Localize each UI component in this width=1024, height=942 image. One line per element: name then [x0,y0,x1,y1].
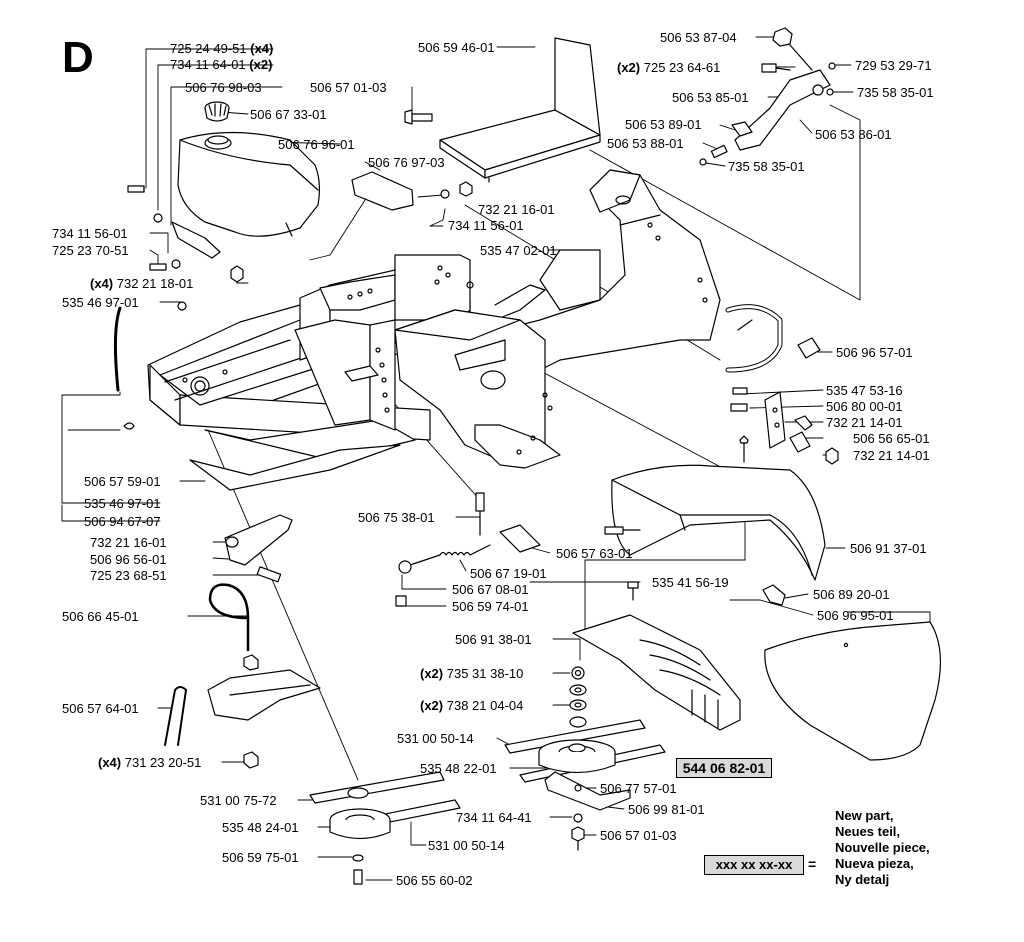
part-label: 506 53 86-01 [815,127,892,142]
section-letter: D [62,33,94,82]
part-label: 506 75 38-01 [358,510,435,525]
part-label: 732 21 16-01 [90,535,167,550]
clip-icon [762,584,786,606]
part-label: 506 91 38-01 [455,632,532,647]
cutter-guard [572,581,741,731]
part-label: 506 57 01-03 [600,828,677,843]
part-label: 535 46 97-01 [84,496,161,511]
part-label: 506 57 01-03 [310,80,387,95]
part-label: 535 47 53-16 [826,383,903,398]
part-label: 734 11 56-01 [52,226,128,241]
part-label: 506 76 98-03 [185,80,262,95]
part-label: 506 67 19-01 [470,566,547,581]
part-label: 506 91 37-01 [850,541,927,556]
part-label: 535 48 24-01 [222,820,299,835]
main-frame [147,254,474,491]
legend-text: New part, Neues teil, Nouvelle piece, Nu… [835,808,930,887]
part-label: 732 21 16-01 [478,202,555,217]
part-label: 506 57 64-01 [62,701,139,716]
part-label: 535 47 02-01 [480,243,557,258]
part-label: 506 53 85-01 [672,90,749,105]
rear-cover [764,621,942,761]
part-label: (x4) 731 23 20-51 [98,755,202,770]
part-label: (x2) 738 21 04-04 [420,698,524,713]
lever-assembly [699,27,836,166]
part-label: 506 67 08-01 [452,582,529,597]
part-label: 506 76 97-03 [368,155,445,170]
part-label: 732 21 14-01 [826,415,903,430]
legend-equals: = [808,856,817,872]
part-label: 535 46 97-01 [62,295,139,310]
side-bracket-hardware [730,387,839,465]
shift-rod-parts [164,492,541,769]
part-label: 506 53 89-01 [625,117,702,132]
rear-frame [394,169,783,469]
part-label: 506 80 00-01 [826,399,903,414]
part-label: 535 41 56-19 [652,575,729,590]
part-label: 729 53 29-71 [855,58,932,73]
part-label: 506 96 95-01 [817,608,894,623]
part-label: 506 66 45-01 [62,609,139,624]
blade-assembly-left [309,771,461,885]
part-label: 506 53 87-04 [660,30,737,45]
blade-assembly-center [504,666,666,851]
part-label: 734 11 64-41 [456,810,532,825]
part-label: 531 00 50-14 [397,731,474,746]
part-label: 734 11 56-01 [448,218,524,233]
part-label: 531 00 75-72 [200,793,277,808]
part-label: 506 53 88-01 [607,136,684,151]
part-label: 506 76 96-01 [278,137,355,152]
part-label: 506 57 63-01 [556,546,633,561]
part-label: 506 57 59-01 [84,474,161,489]
part-label: 506 96 57-01 [836,345,913,360]
legend-key-box: xxx xx xx-xx [704,855,804,875]
part-label: 531 00 50-14 [428,838,505,853]
fuel-tank [177,131,321,237]
pedal-pad-icon [797,337,821,359]
part-label: 725 24 49-51 (x4) [170,41,274,56]
part-label: 725 23 68-51 [90,568,167,583]
part-label: 506 59 75-01 [222,850,299,865]
part-label: 506 99 81-01 [628,802,705,817]
part-label: 506 89 20-01 [813,587,890,602]
part-label: 732 21 14-01 [853,448,930,463]
part-label: (x4) 732 21 18-01 [90,276,194,291]
part-label: (x2) 725 23 64-61 [617,60,721,75]
part-label: 734 11 64-01 (x2) [170,57,273,72]
part-label: 506 94 67-07 [84,514,161,529]
tank-hardware [113,109,473,430]
part-label: 506 96 56-01 [90,552,167,567]
part-label: 535 48 22-01 [420,761,497,776]
seat-plate [439,37,601,183]
new-part-badge: 544 06 82-01 [676,758,772,778]
fuel-cap-icon [204,101,230,122]
part-label: 735 58 35-01 [728,159,805,174]
part-label: 506 59 46-01 [418,40,495,55]
belt-cover [604,464,826,581]
part-label: 506 55 60-02 [396,873,473,888]
part-label: 735 58 35-01 [857,85,934,100]
part-label: 506 59 74-01 [452,599,529,614]
part-label: 506 77 57-01 [600,781,677,796]
part-label: 506 56 65-01 [853,431,930,446]
part-label: 506 67 33-01 [250,107,327,122]
part-label: 725 23 70-51 [52,243,129,258]
part-label: (x2) 735 31 38-10 [420,666,524,681]
